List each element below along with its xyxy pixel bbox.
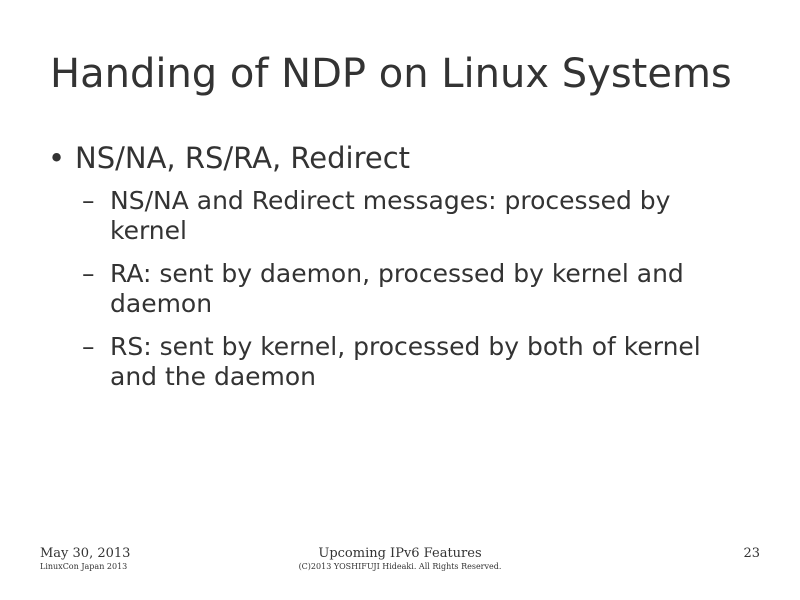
- footer-center: Upcoming IPv6 Features (C)2013 YOSHIFUJI…: [250, 546, 550, 572]
- page-number: 23: [743, 546, 760, 561]
- sub-bullet-item: – RS: sent by kernel, processed by both …: [48, 332, 750, 392]
- sub-bullet-marker: –: [82, 259, 95, 288]
- sub-bullet-text: NS/NA and Redirect messages: processed b…: [110, 186, 671, 245]
- bullet-text: NS/NA, RS/RA, Redirect: [75, 141, 411, 175]
- sub-bullet-item: – RA: sent by daemon, processed by kerne…: [48, 259, 750, 319]
- slide-title: Handing of NDP on Linux Systems: [50, 51, 732, 97]
- sub-bullet-item: – NS/NA and Redirect messages: processed…: [48, 186, 750, 246]
- sub-bullet-marker: –: [82, 332, 95, 361]
- footer-copyright: (C)2013 YOSHIFUJI Hideaki. All Rights Re…: [298, 562, 502, 571]
- bullet-marker: •: [48, 141, 66, 175]
- footer-presentation-title: Upcoming IPv6 Features: [318, 546, 482, 561]
- footer-event: LinuxCon Japan 2013: [40, 562, 128, 571]
- sub-bullet-list: – NS/NA and Redirect messages: processed…: [48, 186, 748, 392]
- bullet-item: • NS/NA, RS/RA, Redirect: [48, 140, 748, 176]
- sub-bullet-text: RA: sent by daemon, processed by kernel …: [110, 259, 684, 318]
- sub-bullet-marker: –: [82, 186, 95, 215]
- footer-left: May 30, 2013 LinuxCon Japan 2013: [40, 546, 130, 572]
- footer-date: May 30, 2013: [40, 546, 131, 561]
- slide-content: • NS/NA, RS/RA, Redirect – NS/NA and Red…: [48, 140, 748, 405]
- sub-bullet-text: RS: sent by kernel, processed by both of…: [110, 332, 701, 391]
